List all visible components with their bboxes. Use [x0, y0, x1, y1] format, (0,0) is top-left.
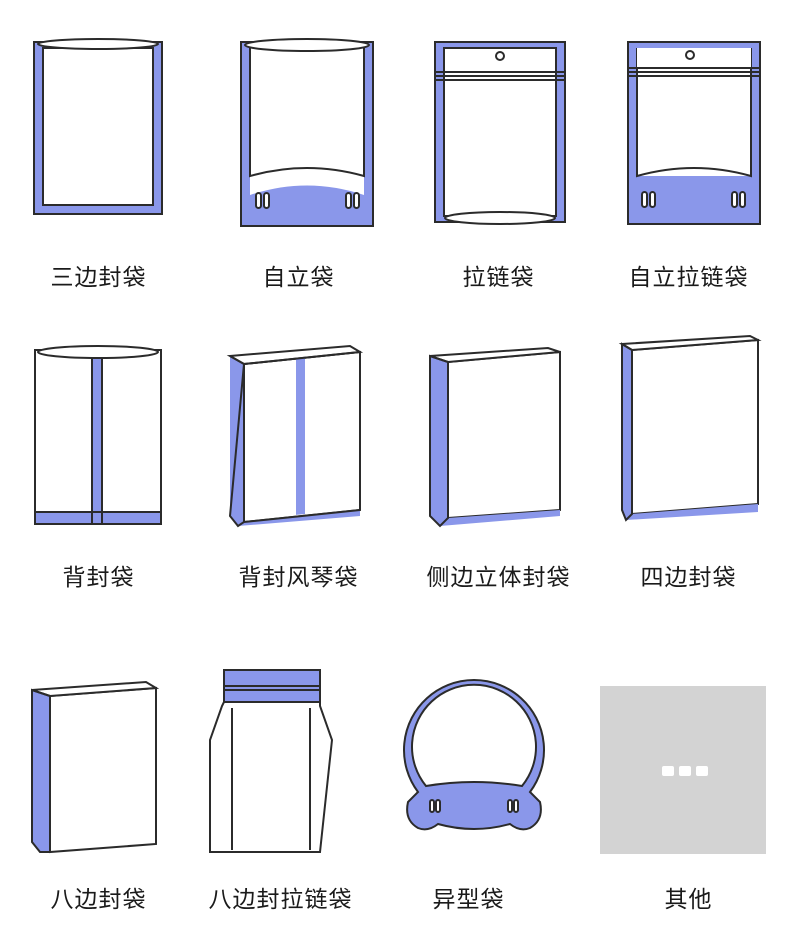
bag-label: 自立袋 — [262, 265, 335, 291]
bag-item-stand-up-zipper[interactable]: 自立拉链袋 — [590, 0, 787, 300]
back-seal-gusset-bag-icon — [226, 344, 364, 528]
bag-label: 三边封袋 — [50, 265, 147, 291]
bag-label: 背封风琴袋 — [238, 565, 359, 591]
zipper-bag-icon — [434, 41, 566, 225]
three-side-seal-bag-icon — [33, 38, 163, 215]
bag-label: 四边封袋 — [640, 565, 737, 591]
shaped-bag-icon — [403, 679, 545, 831]
bag-item-eight-side-seal-zipper[interactable]: 八边封拉链袋 — [182, 630, 379, 930]
eight-side-seal-bag-icon — [31, 680, 160, 854]
stand-up-zipper-pouch-icon — [627, 41, 761, 225]
bag-item-side-gusset[interactable]: 侧边立体封袋 — [400, 300, 597, 600]
bag-label: 自立拉链袋 — [628, 265, 749, 291]
stand-up-pouch-icon — [240, 38, 374, 227]
bag-label: 拉链袋 — [462, 265, 535, 291]
bag-item-back-seal[interactable]: 背封袋 — [0, 300, 197, 600]
back-seal-bag-icon — [34, 345, 162, 525]
side-gusset-bag-icon — [429, 346, 561, 528]
bag-item-back-seal-gusset[interactable]: 背封风琴袋 — [200, 300, 397, 600]
eight-side-seal-zipper-bag-icon — [209, 669, 334, 853]
bag-label: 侧边立体封袋 — [426, 565, 571, 591]
bag-item-eight-side-seal[interactable]: 八边封袋 — [0, 630, 197, 930]
bag-item-other[interactable]: 其他 — [590, 630, 787, 930]
bag-label: 八边封袋 — [50, 887, 147, 913]
bag-label: 背封袋 — [62, 565, 135, 591]
bag-item-zipper[interactable]: 拉链袋 — [400, 0, 597, 300]
bag-item-three-side-seal[interactable]: 三边封袋 — [0, 0, 197, 300]
bag-item-shaped[interactable]: 异型袋 — [370, 630, 567, 930]
bag-label: 异型袋 — [432, 887, 505, 913]
bag-item-stand-up[interactable]: 自立袋 — [200, 0, 397, 300]
more-icon — [600, 686, 766, 854]
bag-label: 其他 — [664, 887, 713, 913]
bag-item-four-side-seal[interactable]: 四边封袋 — [590, 300, 787, 600]
bag-label: 八边封拉链袋 — [208, 887, 353, 913]
four-side-seal-bag-icon — [618, 334, 762, 522]
